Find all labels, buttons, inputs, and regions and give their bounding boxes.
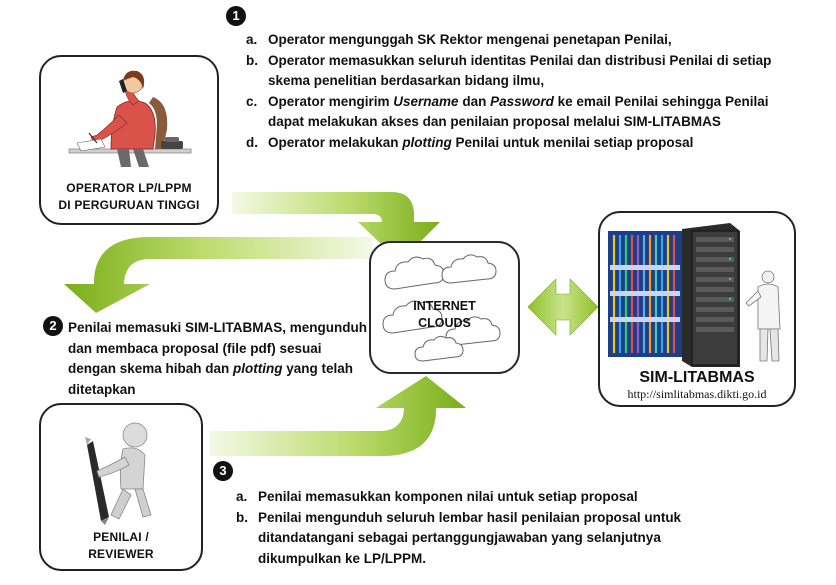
clouds-icon [382, 254, 501, 362]
text-segment: ke email Penilai sehingga Penilai dapat … [268, 93, 769, 130]
step-2-text: Penilai memasuki SIM-LITABMAS, mengunduh… [68, 318, 368, 400]
emphasis-text: plotting [402, 134, 452, 150]
text-segment: Operator mengunggah SK Rektor mengenai p… [268, 32, 672, 47]
text-segment: Penilai mengunduh seluruh lembar hasil p… [258, 509, 682, 566]
operator-illustration [68, 70, 192, 167]
sim-title: SIM-LITABMAS [639, 369, 755, 386]
operator-caption-line1: OPERATOR LP/LPPM [66, 181, 192, 195]
cloud-label: INTERNET CLOUDS [371, 298, 518, 332]
step-1-badge: 1 [226, 6, 246, 26]
arrow-reviewer-to-cloud [210, 376, 466, 456]
cloud-label-line2: CLOUDS [418, 316, 471, 330]
reviewer-caption: PENILAI / REVIEWER [41, 529, 201, 563]
text-segment: dan [458, 93, 491, 109]
text-segment: Operator mengirim [268, 93, 394, 109]
item-marker: d. [246, 134, 258, 150]
sim-url: http://simlitabmas.dikti.go.id [627, 387, 767, 401]
text-segment: Penilai untuk menilai setiap proposal [451, 134, 694, 150]
item-marker: a. [246, 32, 258, 47]
step-3-list: a. Penilai memasukkan komponen nilai untu… [236, 487, 696, 569]
operator-caption-line2: DI PERGURUAN TINGGI [58, 198, 200, 212]
item-text: Penilai mengunduh seluruh lembar hasil p… [258, 510, 681, 566]
reviewer-illustration [85, 422, 152, 525]
step-1-list: a. Operator mengunggah SK Rektor mengenai… [246, 30, 786, 153]
step-2-badge: 2 [43, 316, 63, 336]
arrow-cloud-sim-bidirectional [527, 278, 599, 336]
emphasis-text: Username [393, 93, 459, 109]
text-segment: yang telah ditetapkan [68, 361, 354, 397]
item-marker: a. [236, 489, 248, 504]
step-item: a. Operator mengunggah SK Rektor mengenai… [246, 30, 786, 51]
item-marker: c. [246, 93, 258, 109]
reviewer-caption-line2: REVIEWER [88, 547, 154, 561]
reviewer-caption-line1: PENILAI / [93, 530, 149, 544]
item-marker: b. [236, 509, 248, 525]
server-illustration [608, 223, 781, 367]
operator-caption: OPERATOR LP/LPPM DI PERGURUAN TINGGI [41, 180, 217, 214]
reviewer-panel: PENILAI / REVIEWER [39, 403, 203, 571]
internet-clouds-panel: INTERNET CLOUDS [369, 241, 520, 374]
text-segment: Penilai memasukkan komponen nilai untuk … [258, 489, 638, 504]
item-text: Penilai memasukkan komponen nilai untuk … [258, 489, 638, 504]
item-text: Operator melakukan plotting Penilai untu… [268, 135, 693, 150]
item-marker: b. [246, 52, 258, 68]
step-item: d. Operator melakukan plotting Penilai un… [246, 133, 786, 154]
item-text: Operator mengirim Username dan Password … [268, 94, 768, 130]
emphasis-text: plotting [233, 361, 283, 376]
item-text: Operator memasukkan seluruh identitas Pe… [268, 53, 771, 89]
arrow-cloud-to-reviewer [64, 237, 372, 313]
operator-panel: OPERATOR LP/LPPM DI PERGURUAN TINGGI [39, 55, 219, 225]
step-item: c. Operator mengirim Username dan Passwor… [246, 92, 786, 133]
step-item: a. Penilai memasukkan komponen nilai untu… [236, 487, 696, 508]
text-segment: Operator memasukkan seluruh identitas Pe… [268, 52, 772, 89]
item-text: Operator mengunggah SK Rektor mengenai p… [268, 32, 672, 47]
step-item: b. Penilai mengunduh seluruh lembar hasil… [236, 508, 696, 570]
sim-litabmas-panel: SIM-LITABMAS http://simlitabmas.dikti.go… [598, 211, 796, 407]
emphasis-text: Password [490, 93, 554, 109]
step-item: b. Operator memasukkan seluruh identitas … [246, 51, 786, 92]
step-3-badge: 3 [213, 461, 233, 481]
text-segment: Operator melakukan [268, 134, 403, 150]
text-segment: Penilai memasuki SIM-LITABMAS, mengunduh… [68, 320, 368, 376]
cloud-label-line1: INTERNET [413, 299, 476, 313]
